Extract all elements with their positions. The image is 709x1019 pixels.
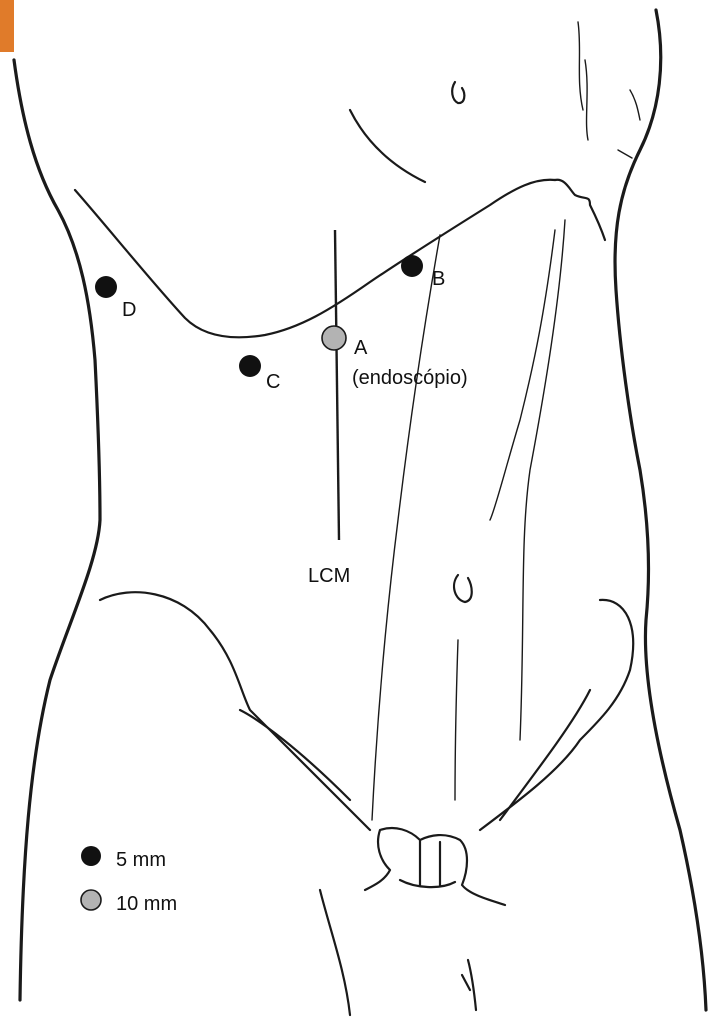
pubic-contour: [365, 828, 505, 905]
linea-alba: [455, 640, 458, 800]
port-b-label: B: [432, 268, 445, 290]
thigh-line-center: [462, 960, 476, 1010]
legend-5mm-label: 5 mm: [116, 849, 166, 871]
rectus-left-line: [372, 235, 440, 820]
legend: 5 mm 10 mm: [81, 846, 177, 915]
chest-mark: [452, 82, 464, 103]
iliac-crest-right: [480, 600, 633, 830]
axilla-mark: [578, 22, 640, 158]
port-b-marker: [401, 255, 423, 277]
legend-10mm-label: 10 mm: [116, 893, 177, 915]
port-d-marker: [95, 276, 117, 298]
port-a-sublabel: (endoscópio): [352, 367, 468, 389]
legend-10mm-swatch: [81, 890, 101, 910]
rectus-right-line: [520, 220, 565, 740]
legend-5mm-swatch: [81, 846, 101, 866]
umbilicus: [454, 575, 472, 602]
thigh-line-left: [320, 890, 350, 1015]
port-d-label: D: [122, 299, 136, 321]
chest-contour: [350, 110, 425, 182]
port-a-label: A: [354, 337, 368, 359]
port-c-marker: [239, 355, 261, 377]
torso-outline-right: [615, 10, 706, 1010]
port-a-marker: [322, 326, 346, 350]
midclavicular-line: [335, 230, 339, 540]
inguinal-right: [500, 690, 590, 820]
xiphoid-contour: [555, 180, 605, 240]
midclavicular-line-label: LCM: [308, 565, 350, 587]
panel-corner-tab: [0, 0, 14, 52]
port-c-label: C: [266, 371, 280, 393]
rectus-inner-line: [490, 230, 555, 520]
costal-margin: [75, 180, 555, 338]
iliac-crest-left: [100, 592, 370, 830]
